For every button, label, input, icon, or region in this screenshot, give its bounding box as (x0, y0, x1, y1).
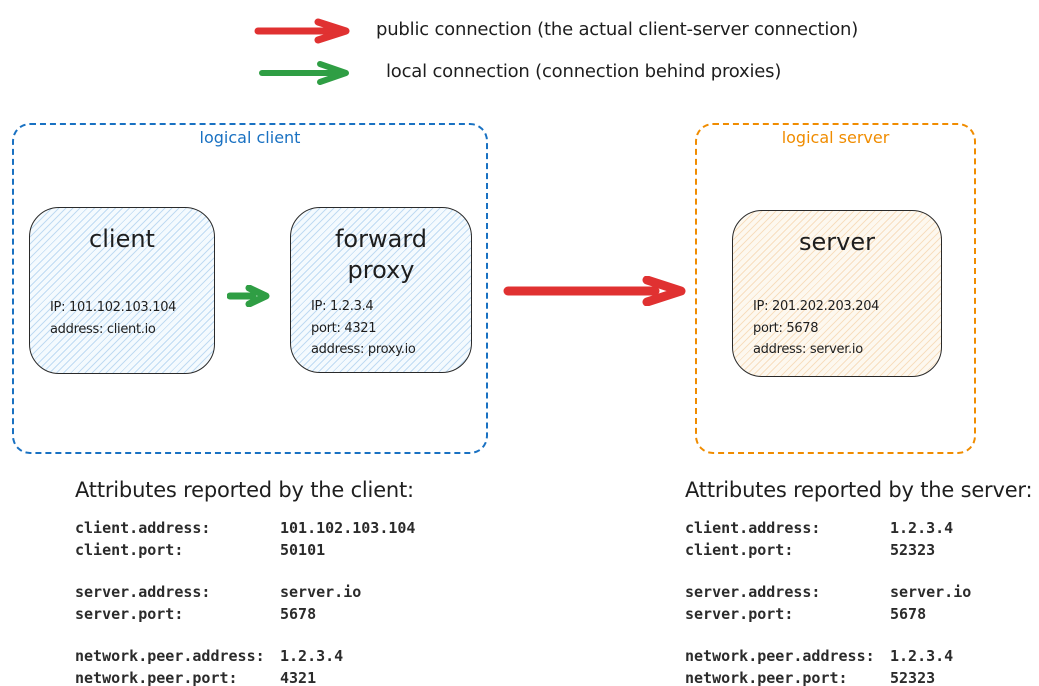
attr-row: network.peer.address: 1.2.3.4 (75, 645, 485, 667)
attr-value: 5678 (280, 605, 317, 623)
attr-value: 52323 (890, 541, 936, 559)
attr-row: server.address: server.io (685, 581, 1039, 603)
attr-key: server.address: (75, 583, 211, 601)
attr-value: 1.2.3.4 (890, 519, 954, 537)
attributes-client-title: Attributes reported by the client: (75, 478, 414, 502)
attr-value: 50101 (280, 541, 326, 559)
client-node-title: client (89, 225, 155, 253)
logical-server-group: logical server server IP: 201.202.203.20… (695, 123, 976, 454)
attr-group-server-server: server.address: server.io server.port: 5… (685, 581, 1039, 625)
local-connection-arrow-icon (258, 60, 354, 86)
local-connection-legend-label: local connection (connection behind prox… (386, 61, 782, 82)
attr-row: server.address: server.io (75, 581, 485, 603)
proxy-address-line: address: proxy.io (311, 342, 416, 358)
proxy-ip-line: IP: 1.2.3.4 (311, 299, 374, 315)
attr-value: 101.102.103.104 (280, 519, 416, 537)
server-address-line: address: server.io (753, 342, 863, 358)
attr-row: client.port: 52323 (685, 539, 1039, 561)
public-connection-arrow-icon (503, 276, 689, 306)
local-connection-arrow-icon (227, 285, 271, 307)
forward-proxy-node-details: IP: 1.2.3.4 port: 4321 address: proxy.io (303, 296, 459, 360)
attr-key: network.peer.address: (685, 647, 875, 665)
attr-group-client-server: server.address: server.io server.port: 5… (75, 581, 485, 625)
attr-value: 4321 (280, 669, 317, 686)
attr-row: server.port: 5678 (685, 603, 1039, 625)
attr-group-client-client: client.address: 101.102.103.104 client.p… (75, 517, 485, 561)
logical-server-label: logical server (781, 128, 890, 147)
server-node: server IP: 201.202.203.204 port: 5678 ad… (732, 210, 942, 377)
attr-key: client.port: (75, 541, 184, 559)
client-node: client IP: 101.102.103.104 address: clie… (29, 207, 215, 374)
attr-row: network.peer.port: 4321 (75, 667, 485, 686)
attr-row: client.address: 101.102.103.104 (75, 517, 485, 539)
public-connection-legend-label: public connection (the actual client-ser… (376, 19, 859, 40)
client-ip-line: IP: 101.102.103.104 (50, 300, 177, 316)
attr-key: network.peer.address: (75, 647, 265, 665)
attr-key: network.peer.port: (75, 669, 238, 686)
attr-key: server.address: (685, 583, 821, 601)
server-node-title: server (799, 228, 875, 256)
attr-value: 5678 (890, 605, 927, 623)
server-ip-line: IP: 201.202.203.204 (753, 299, 880, 315)
attr-key: client.address: (75, 519, 211, 537)
attr-value: server.io (280, 583, 362, 601)
proxy-port-line: port: 4321 (311, 320, 377, 336)
attr-row: network.peer.port: 52323 (685, 667, 1039, 686)
attr-group-server-network-peer: network.peer.address: 1.2.3.4 network.pe… (685, 645, 1039, 686)
server-port-line: port: 5678 (753, 320, 819, 336)
attributes-server-title: Attributes reported by the server: (685, 478, 1033, 502)
client-address-line: address: client.io (50, 321, 156, 337)
logical-client-group: logical client client IP: 101.102.103.10… (12, 123, 488, 454)
logical-client-label: logical client (199, 128, 301, 147)
public-connection-arrow-icon (254, 18, 354, 44)
forward-proxy-node-title: forward proxy (334, 225, 427, 285)
client-node-details: IP: 101.102.103.104 address: client.io (42, 297, 202, 340)
attr-key: server.port: (685, 605, 794, 623)
server-node-details: IP: 201.202.203.204 port: 5678 address: … (745, 296, 929, 360)
attr-value: 52323 (890, 669, 936, 686)
attr-value: 1.2.3.4 (890, 647, 954, 665)
attr-key: server.port: (75, 605, 184, 623)
attr-group-client-network-peer: network.peer.address: 1.2.3.4 network.pe… (75, 645, 485, 686)
attr-key: network.peer.port: (685, 669, 848, 686)
attr-row: network.peer.address: 1.2.3.4 (685, 645, 1039, 667)
attributes-server-section: Attributes reported by the server: clien… (685, 477, 1039, 686)
forward-proxy-node: forward proxy IP: 1.2.3.4 port: 4321 add… (290, 207, 472, 373)
attr-row: server.port: 5678 (75, 603, 485, 625)
attr-row: client.port: 50101 (75, 539, 485, 561)
attr-group-server-client: client.address: 1.2.3.4 client.port: 523… (685, 517, 1039, 561)
attr-value: server.io (890, 583, 972, 601)
attr-key: client.address: (685, 519, 821, 537)
attr-row: client.address: 1.2.3.4 (685, 517, 1039, 539)
attr-value: 1.2.3.4 (280, 647, 344, 665)
attributes-client-section: Attributes reported by the client: clien… (75, 477, 485, 686)
attr-key: client.port: (685, 541, 794, 559)
